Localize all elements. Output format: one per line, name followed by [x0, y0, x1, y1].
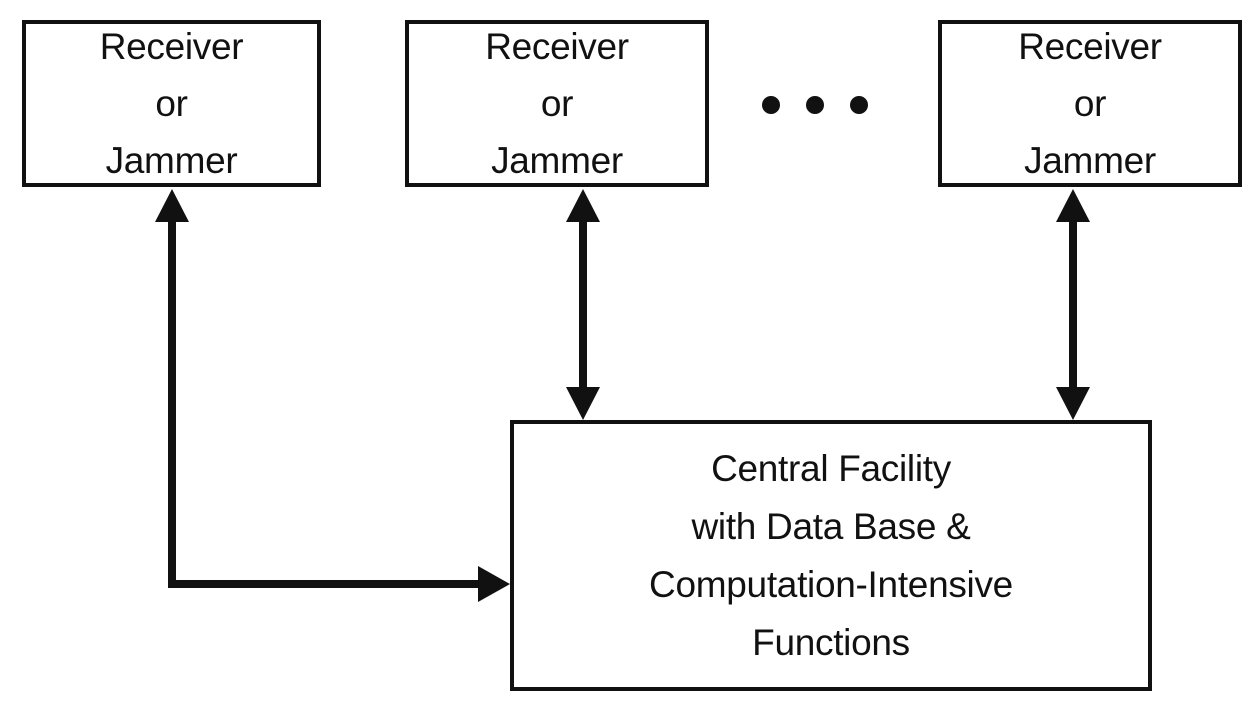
arrowhead-up-receiver-2: [566, 189, 600, 222]
arrowhead-down-central-3: [1056, 387, 1090, 420]
receiver-box-1: Receiver or Jammer: [22, 20, 321, 187]
ellipsis-dot-3: [850, 96, 868, 114]
central-line-1: Central Facility: [711, 447, 951, 489]
link-receiver-2-central: [566, 189, 600, 420]
arrowhead-up-receiver-3: [1056, 189, 1090, 222]
receiver-3-line-3: Jammer: [1024, 140, 1156, 181]
central-line-3: Computation-Intensive: [649, 563, 1013, 605]
link-receiver-1-central: [155, 189, 510, 602]
receiver-3-line-1: Receiver: [1018, 26, 1162, 67]
receiver-2-line-3: Jammer: [491, 140, 623, 181]
link-receiver-1-path: [168, 218, 482, 588]
receiver-2-line-1: Receiver: [485, 26, 629, 67]
central-facility-box: Central Facility with Data Base & Comput…: [510, 420, 1152, 691]
ellipsis-dot-1: [762, 96, 780, 114]
receiver-box-2: Receiver or Jammer: [405, 20, 709, 187]
ellipsis-dots: • • •: [762, 96, 868, 114]
central-line-4: Functions: [752, 621, 910, 663]
receiver-1-line-3: Jammer: [105, 140, 238, 181]
arrowhead-down-central-2: [566, 387, 600, 420]
arrowhead-up-receiver-1: [155, 189, 189, 222]
receiver-2-line-2: or: [540, 83, 574, 124]
receiver-box-3: Receiver or Jammer: [938, 20, 1242, 187]
receiver-1-line-1: Receiver: [99, 26, 244, 67]
central-line-2: with Data Base &: [691, 505, 971, 547]
arrowhead-right-central: [478, 566, 510, 602]
receiver-3-line-2: or: [1073, 83, 1107, 124]
link-receiver-3-central: [1056, 189, 1090, 420]
receiver-1-line-2: or: [155, 83, 188, 124]
ellipsis-dot-2: [806, 96, 824, 114]
